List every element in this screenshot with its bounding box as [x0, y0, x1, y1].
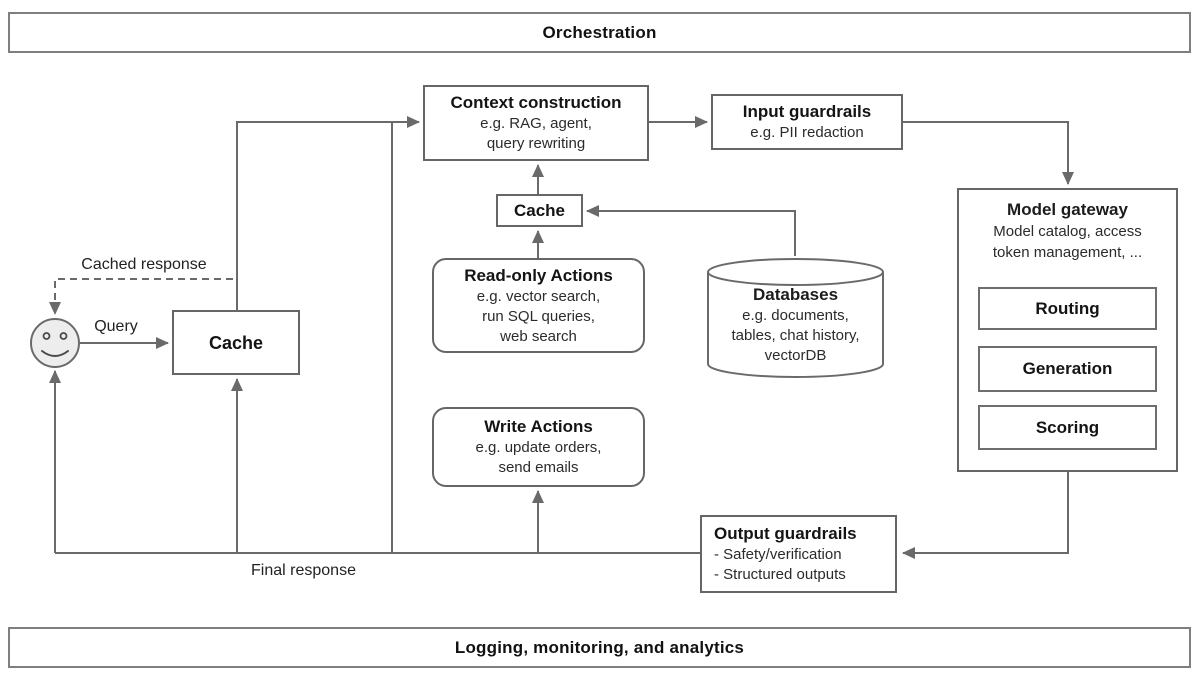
read-only-actions-title: Read-only Actions — [464, 265, 613, 285]
logging-banner-label: Logging, monitoring, and analytics — [454, 637, 745, 657]
cache-left-node: Cache — [172, 310, 300, 375]
read-only-actions-line: e.g. vector search, — [476, 287, 601, 305]
databases-line: tables, chat history, — [731, 327, 860, 344]
read-only-actions-line: web search — [500, 327, 577, 345]
cache-top-node: Cache — [496, 194, 583, 227]
read-only-actions-line: run SQL queries, — [482, 307, 595, 325]
cache-left-title: Cache — [208, 332, 264, 353]
cache-top-title: Cache — [513, 200, 566, 220]
databases-node: Databases e.g. documents, tables, chat h… — [708, 284, 883, 366]
final-response-label: Final response — [251, 562, 356, 579]
output-guardrails-title: Output guardrails — [714, 524, 857, 543]
databases-line: e.g. documents, — [742, 307, 849, 324]
routing-label: Routing — [1035, 298, 1100, 318]
logging-banner: Logging, monitoring, and analytics — [8, 627, 1191, 668]
database-cylinder-icon — [707, 258, 884, 378]
read-only-actions-node: Read-only Actions e.g. vector search, ru… — [432, 258, 645, 353]
context-construction-line: query rewriting — [486, 135, 586, 152]
cached-response-label: Cached response — [81, 256, 207, 273]
orchestration-banner-label: Orchestration — [542, 22, 657, 42]
edge-input-to-gateway — [903, 121, 1074, 185]
edge-cached-response — [49, 278, 233, 315]
model-gateway-title: Model gateway — [1007, 200, 1128, 219]
context-construction-title: Context construction — [450, 93, 622, 112]
output-guardrails-node: Output guardrails - Safety/verification … — [700, 515, 897, 593]
orchestration-banner: Orchestration — [8, 12, 1191, 53]
output-guardrails-line: - Safety/verification — [714, 546, 842, 563]
input-guardrails-node: Input guardrails e.g. PII redaction — [711, 94, 903, 150]
context-construction-node: Context construction e.g. RAG, agent, qu… — [423, 85, 649, 161]
model-gateway-line: token management, ... — [992, 244, 1143, 261]
databases-line: vectorDB — [764, 347, 827, 364]
routing-node: Routing — [978, 287, 1157, 330]
input-guardrails-title: Input guardrails — [742, 102, 872, 121]
context-construction-line: e.g. RAG, agent, — [480, 115, 592, 132]
scoring-label: Scoring — [1035, 417, 1100, 437]
smiley-face-icon — [30, 318, 80, 368]
output-guardrails-line: - Structured outputs — [714, 566, 846, 583]
write-actions-node: Write Actions e.g. update orders, send e… — [432, 407, 645, 487]
write-actions-title: Write Actions — [484, 417, 593, 436]
write-actions-line: send emails — [498, 459, 579, 476]
edge-gateway-to-output — [902, 472, 1069, 559]
query-label: Query — [94, 318, 138, 335]
model-gateway-header: Model gateway Model catalog, access toke… — [957, 198, 1178, 263]
write-actions-line: e.g. update orders, — [475, 439, 602, 456]
generation-label: Generation — [1022, 359, 1113, 378]
scoring-node: Scoring — [978, 405, 1157, 450]
generation-node: Generation — [978, 346, 1157, 392]
model-gateway-line: Model catalog, access — [993, 223, 1142, 240]
input-guardrails-line: e.g. PII redaction — [750, 124, 864, 141]
edge-cache-to-context — [236, 116, 420, 310]
databases-title: Databases — [752, 285, 839, 304]
edge-databases-to-cachetop — [586, 205, 796, 256]
